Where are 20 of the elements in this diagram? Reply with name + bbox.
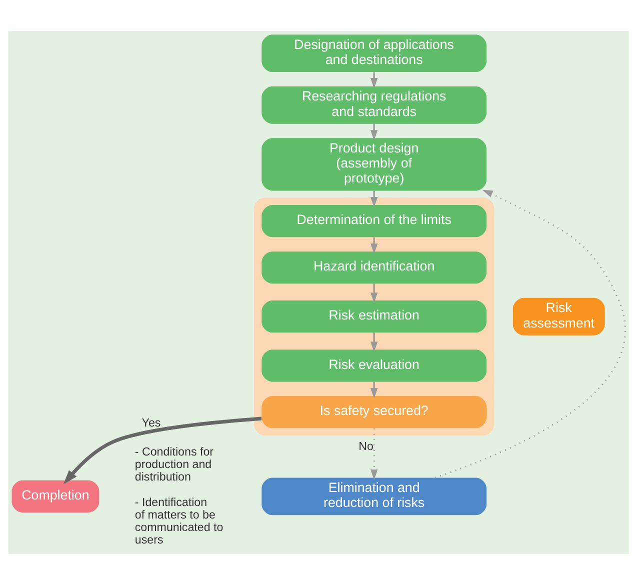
node-box: Is safety secured? xyxy=(262,396,487,428)
node-box: Risk evaluation xyxy=(262,350,487,382)
arrow xyxy=(370,428,378,480)
node-box: Product design (assembly of prototype) xyxy=(262,138,487,191)
arrow xyxy=(370,332,378,352)
node-box: Completion xyxy=(12,480,100,512)
arrow xyxy=(370,284,378,303)
arrow xyxy=(64,416,262,484)
node-box: Risk estimation xyxy=(262,300,487,333)
node-box: Risk assessment xyxy=(512,298,605,336)
node-box: Designation of applications and destinations xyxy=(262,34,487,72)
node-box: Researching regulations and standards xyxy=(262,86,487,124)
edge-label: No xyxy=(358,440,374,453)
node-box: Elimination and reduction of risks xyxy=(262,478,487,516)
arrow xyxy=(434,190,626,478)
node-label: - Conditions for production and distribution xyxy=(134,445,214,484)
node-box: Determination of the limits xyxy=(262,205,487,238)
node-box: Hazard identification xyxy=(262,251,487,284)
node-label: - Identification of matters to be communicated to users xyxy=(134,496,224,547)
edge-label: Yes xyxy=(142,416,161,430)
